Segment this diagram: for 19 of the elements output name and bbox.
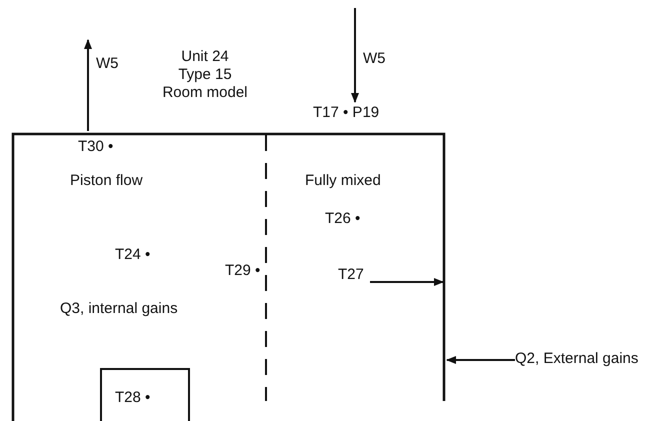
- model-label: Unit 24 Type 15 Room model: [161, 48, 249, 102]
- zone-label: Fully mixed: [305, 172, 381, 190]
- sensor-label: T24 •: [115, 246, 150, 264]
- zone-label: Piston flow: [70, 172, 143, 190]
- arrow: [370, 278, 444, 286]
- zone-box: [100, 368, 190, 421]
- sensor-label: T17 • P19: [313, 104, 380, 122]
- edge-label: W5: [363, 50, 386, 68]
- edge-label: W5: [96, 55, 118, 73]
- arrow: [351, 8, 359, 103]
- sensor-label: T28 •: [115, 389, 150, 407]
- gain-label: Q2, External gains: [515, 350, 638, 368]
- arrow: [84, 39, 92, 131]
- sensor-label: T29 •: [225, 262, 260, 280]
- sensor-label: T26 •: [325, 210, 360, 228]
- arrow: [446, 356, 515, 364]
- gain-label: Q3, internal gains: [60, 300, 178, 318]
- sensor-label: T30 •: [78, 138, 114, 156]
- gain-label: T27: [338, 266, 364, 284]
